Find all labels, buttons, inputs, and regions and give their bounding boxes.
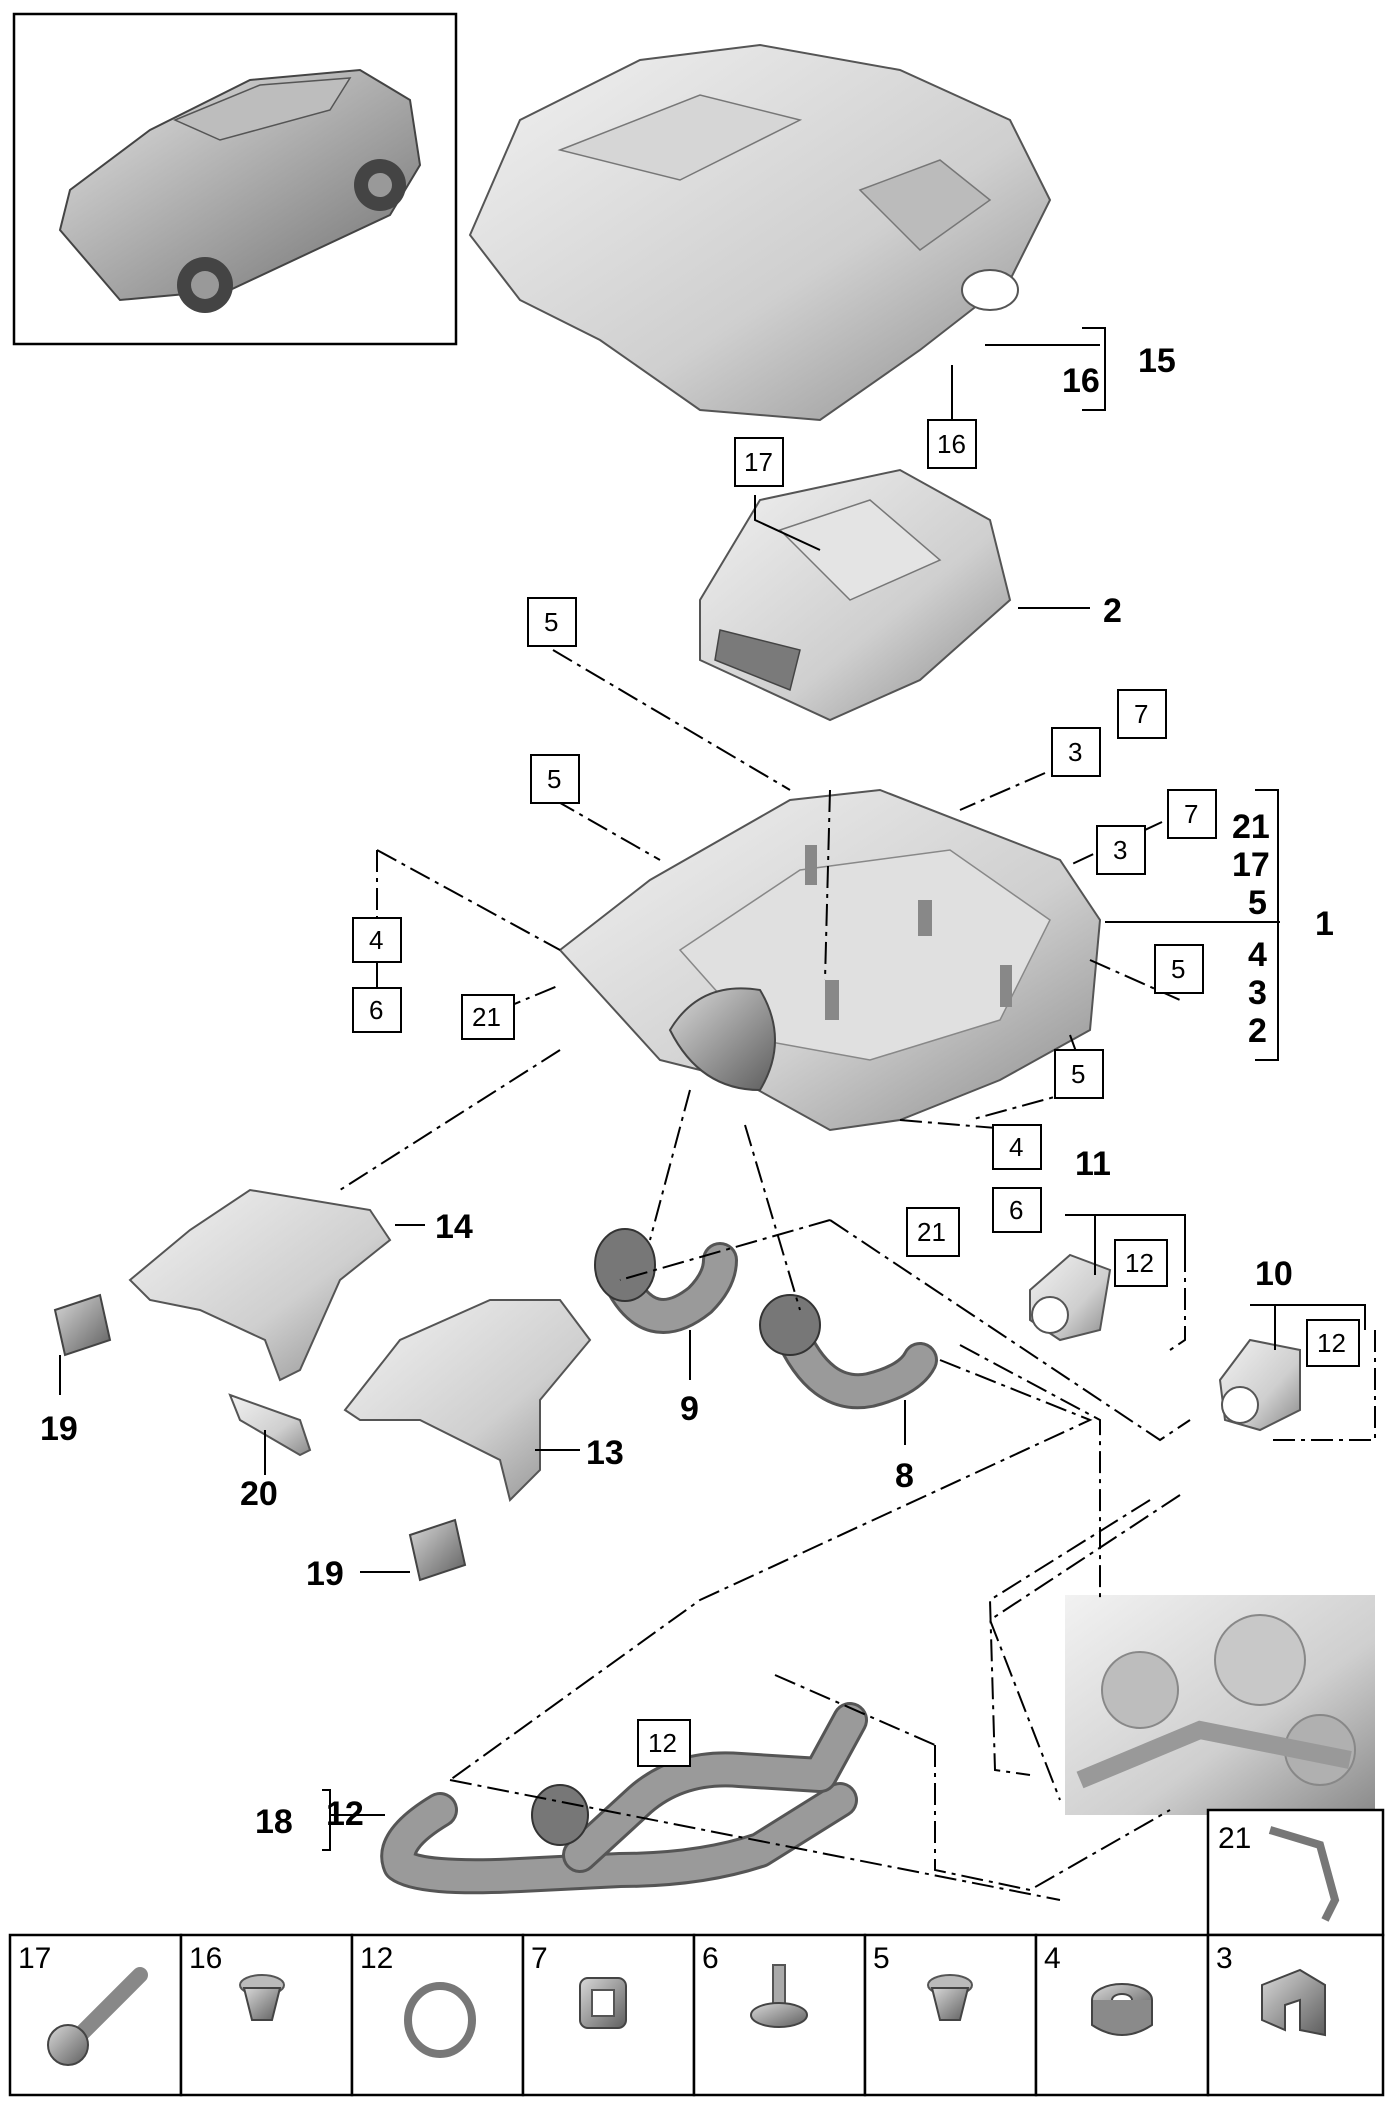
- callout-18: 18: [255, 1803, 293, 1841]
- small-part-label: 4: [1044, 1942, 1061, 1975]
- ref-box: 4: [352, 917, 402, 963]
- ref-12: 12: [648, 1728, 677, 1758]
- callout-16: 16: [1062, 362, 1100, 400]
- ref-16: 16: [937, 429, 966, 459]
- small-part-label: 12: [360, 1942, 393, 1975]
- ref-box: 5: [527, 597, 577, 647]
- ref-box: 3: [1096, 825, 1146, 875]
- ref-box: 5: [530, 754, 580, 804]
- grommet-icon: [927, 1974, 973, 2021]
- small-part-label: 6: [702, 1942, 719, 1975]
- callout-10: 10: [1255, 1255, 1293, 1293]
- group-item: 17: [1232, 846, 1270, 884]
- engine-cover: [468, 43, 1052, 422]
- bolt-icon: [47, 1967, 148, 2066]
- callout-numbers: 15 16 2 1 14 13 9 8 11 10 19 20 19 18 12: [40, 342, 1334, 1841]
- clip-icon: [579, 1977, 627, 2029]
- callout-19-lower: 19: [306, 1555, 344, 1593]
- engine-view: [1065, 1595, 1375, 1815]
- group-item: 3: [1248, 974, 1267, 1012]
- leader-lines: [59, 327, 1366, 1851]
- callout-20: 20: [240, 1475, 278, 1513]
- ref-box: 12: [637, 1719, 691, 1767]
- callout-8: 8: [895, 1457, 914, 1495]
- ref-6: 6: [1009, 1195, 1023, 1225]
- ref-box: 3: [1051, 727, 1101, 777]
- small-part-label: 16: [189, 1942, 222, 1975]
- ref-5: 5: [547, 764, 561, 794]
- assembly-lines: [339, 649, 1376, 1901]
- ref-box: 7: [1117, 689, 1167, 739]
- ref-box: 6: [352, 987, 402, 1033]
- group-item: 4: [1248, 936, 1267, 974]
- bushing-icon: [1091, 1983, 1153, 2036]
- ref-21: 21: [472, 1002, 501, 1032]
- ref-box: 21: [906, 1207, 960, 1257]
- ref-5: 5: [1071, 1059, 1085, 1089]
- inset-21: 21: [1206, 1808, 1385, 1937]
- ref-4: 4: [1009, 1132, 1023, 1162]
- ref-12: 12: [1317, 1328, 1346, 1358]
- bracket-icon: [1261, 1968, 1326, 2037]
- seal-ring-icon: [404, 1982, 476, 2058]
- ref-5: 5: [544, 607, 558, 637]
- ref-7: 7: [1184, 799, 1198, 829]
- small-parts-table: 17 16 12 7 6 5 4 3: [8, 1933, 1385, 2097]
- part-1-contents: 21 17 5 4 3 2: [1232, 808, 1270, 1050]
- callout-1: 1: [1315, 905, 1334, 943]
- callout-14: 14: [435, 1208, 473, 1246]
- small-part-label: 5: [873, 1942, 890, 1975]
- ref-box: 5: [1154, 944, 1204, 994]
- ref-3: 3: [1068, 737, 1082, 767]
- inset-21-label: 21: [1218, 1822, 1251, 1855]
- ref-6: 6: [369, 995, 383, 1025]
- small-part-label: 17: [18, 1942, 51, 1975]
- callout-2: 2: [1103, 592, 1122, 630]
- group-item: 21: [1232, 808, 1270, 846]
- small-part-label: 3: [1216, 1942, 1233, 1975]
- intake-hose-9: [594, 1228, 738, 1334]
- crossover-pipe-18: [380, 1702, 868, 1895]
- callout-12: 12: [326, 1795, 364, 1833]
- small-part-label: 7: [531, 1942, 548, 1975]
- ref-17: 17: [744, 447, 773, 477]
- heat-shield-13: [343, 1299, 592, 1502]
- callout-15: 15: [1138, 342, 1176, 380]
- group-item: 2: [1248, 1012, 1267, 1050]
- ref-12: 12: [1125, 1248, 1154, 1278]
- intake-connector-10: [1218, 1338, 1301, 1432]
- callout-19-upper: 19: [40, 1410, 78, 1448]
- ref-7: 7: [1134, 699, 1148, 729]
- ref-box: 21: [461, 994, 515, 1040]
- ref-box: 4: [992, 1124, 1042, 1170]
- callout-13: 13: [586, 1434, 624, 1472]
- bracket-19-upper: [53, 1293, 112, 1357]
- reference-boxes: 16 17 5 7 3 5 7 3 4 6 21 5 5 4 6 21 12 1…: [352, 419, 1360, 1767]
- ref-3: 3: [1113, 835, 1127, 865]
- bracket-19-lower: [408, 1518, 467, 1582]
- air-filter-housing: [558, 788, 1102, 1132]
- ref-box: 12: [1114, 1239, 1168, 1287]
- ref-box: 6: [992, 1187, 1042, 1233]
- intake-connector-11: [1029, 1253, 1112, 1342]
- grommet-icon: [239, 1974, 285, 2021]
- vehicle-thumbnail: [12, 12, 458, 346]
- stud-icon: [750, 1964, 808, 2028]
- group-item: 5: [1248, 884, 1267, 922]
- intake-hose-8: [759, 1294, 938, 1410]
- ref-box: 7: [1167, 789, 1217, 839]
- ref-5: 5: [1171, 954, 1185, 984]
- ref-21: 21: [917, 1217, 946, 1247]
- callout-9: 9: [680, 1390, 699, 1428]
- bracket-20: [228, 1393, 312, 1457]
- ref-box: 16: [927, 419, 977, 469]
- ref-4: 4: [369, 925, 383, 955]
- ref-box: 12: [1306, 1319, 1360, 1367]
- ref-box: 17: [734, 437, 784, 487]
- ref-box: 5: [1054, 1049, 1104, 1099]
- callout-11: 11: [1075, 1145, 1111, 1183]
- air-filter-cover: [699, 468, 1012, 722]
- heat-shield-14: [128, 1188, 392, 1382]
